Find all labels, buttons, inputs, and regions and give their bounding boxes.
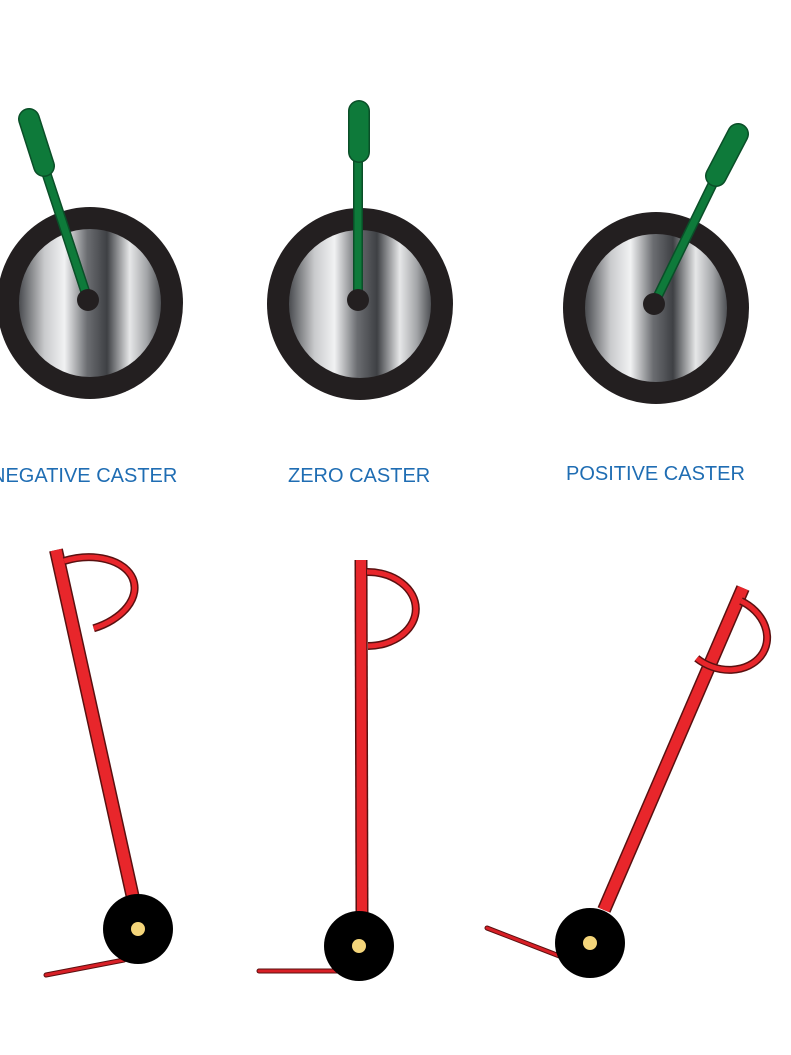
ground-line-icon	[43, 957, 127, 978]
steering-arm-icon	[18, 108, 93, 305]
zero-caster-wheel	[267, 100, 453, 400]
kingpin-icon	[597, 585, 750, 913]
axle-center-icon	[131, 922, 145, 936]
pivot-icon	[347, 289, 369, 311]
steering-arm-icon	[348, 100, 370, 305]
arc-handle-icon	[62, 553, 139, 633]
pivot-icon	[77, 289, 99, 311]
axle-center-icon	[352, 939, 366, 953]
ground-line-icon	[484, 925, 565, 960]
positive-caster-kingpin	[484, 585, 772, 978]
steering-arm-icon	[649, 123, 749, 309]
negative-caster-wheel	[0, 108, 183, 399]
axle-center-icon	[583, 936, 597, 950]
pivot-icon	[643, 293, 665, 315]
zero-caster-label: ZERO CASTER	[288, 465, 431, 487]
positive-caster-label: POSITIVE CASTER	[566, 463, 745, 485]
kingpin-icon	[354, 559, 369, 915]
kingpin-icon	[49, 548, 140, 900]
negative-caster-label: NEGATIVE CASTER	[0, 465, 178, 487]
arc-handle-icon	[694, 597, 772, 674]
arc-handle-icon	[366, 567, 420, 650]
negative-caster-kingpin	[43, 548, 173, 978]
positive-caster-wheel	[563, 123, 749, 404]
zero-caster-kingpin	[256, 559, 420, 981]
